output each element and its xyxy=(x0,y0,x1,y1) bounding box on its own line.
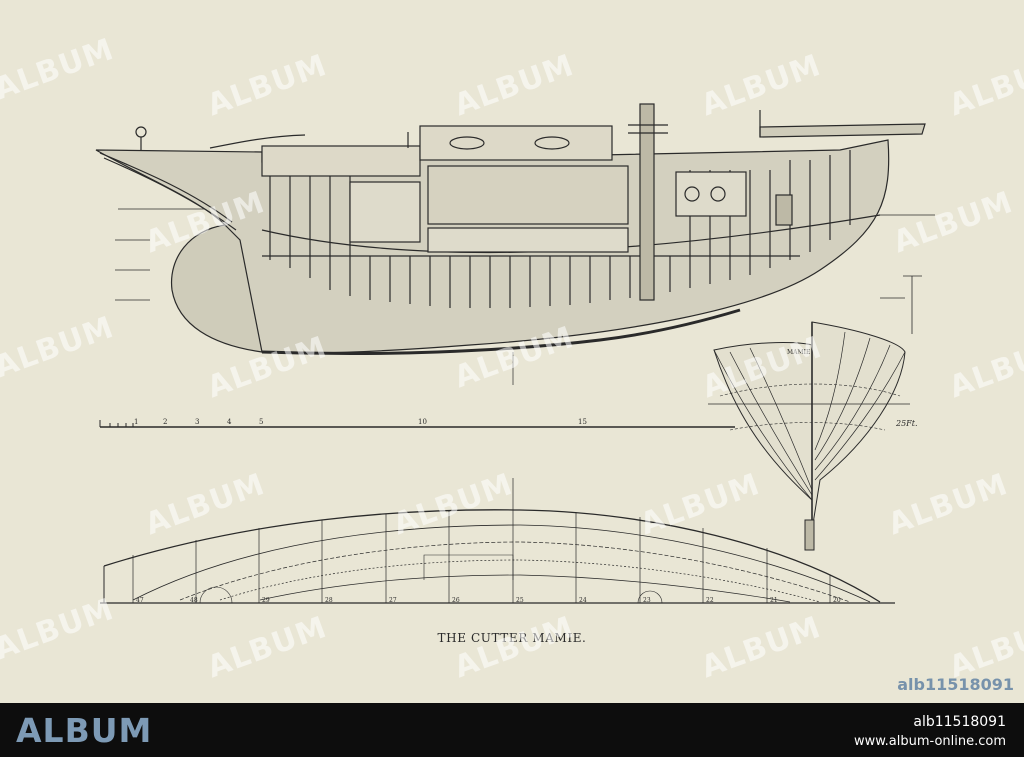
station-label: 21 xyxy=(770,597,778,604)
scale-number: 5 xyxy=(259,418,263,426)
scale-unit-label: 25Ft. xyxy=(895,419,918,428)
scale-number: 15 xyxy=(578,418,587,426)
station-label: 25 xyxy=(516,597,524,604)
station-label: 26 xyxy=(452,597,460,604)
station-label: 22 xyxy=(706,597,714,604)
scale-number: 4 xyxy=(227,418,232,426)
station-labels: 47 48 29 28 27 26 25 24 23 22 21 20 xyxy=(136,597,841,604)
plan-view xyxy=(100,478,895,604)
station-label: 24 xyxy=(579,597,587,604)
station-label: 48 xyxy=(190,597,198,604)
station-label: 28 xyxy=(325,597,333,604)
footer-url-link[interactable]: www.album-online.com xyxy=(853,734,1006,749)
plate-caption: THE CUTTER MAMIE. xyxy=(437,631,587,645)
section-label: MAMIE xyxy=(787,349,810,356)
station-label: 47 xyxy=(136,597,144,604)
scale-numbers: 1 2 3 4 5 10 15 xyxy=(134,418,587,426)
scale-number: 1 xyxy=(134,418,138,426)
engraving-plate: 1 2 3 4 5 10 15 MAMIE 25Ft. xyxy=(0,31,1024,694)
album-logo[interactable]: ALBUM xyxy=(16,711,153,750)
station-label: 23 xyxy=(643,597,651,604)
scale-number: 10 xyxy=(418,418,427,426)
section-view xyxy=(708,321,910,551)
scale-number: 2 xyxy=(163,418,167,426)
station-label: 29 xyxy=(262,597,270,604)
footer-image-id: alb11518091 xyxy=(913,714,1006,730)
footer-bar: ALBUM alb11518091 www.album-online.com xyxy=(0,703,1024,757)
scale-number: 3 xyxy=(195,418,199,426)
scale-bar xyxy=(99,420,735,428)
station-label: 27 xyxy=(389,597,397,604)
profile-view xyxy=(95,103,935,385)
image-id-label: alb11518091 xyxy=(897,675,1014,694)
station-label: 20 xyxy=(833,597,841,604)
boat-plan-drawing: 1 2 3 4 5 10 15 MAMIE 25Ft. xyxy=(95,103,935,604)
